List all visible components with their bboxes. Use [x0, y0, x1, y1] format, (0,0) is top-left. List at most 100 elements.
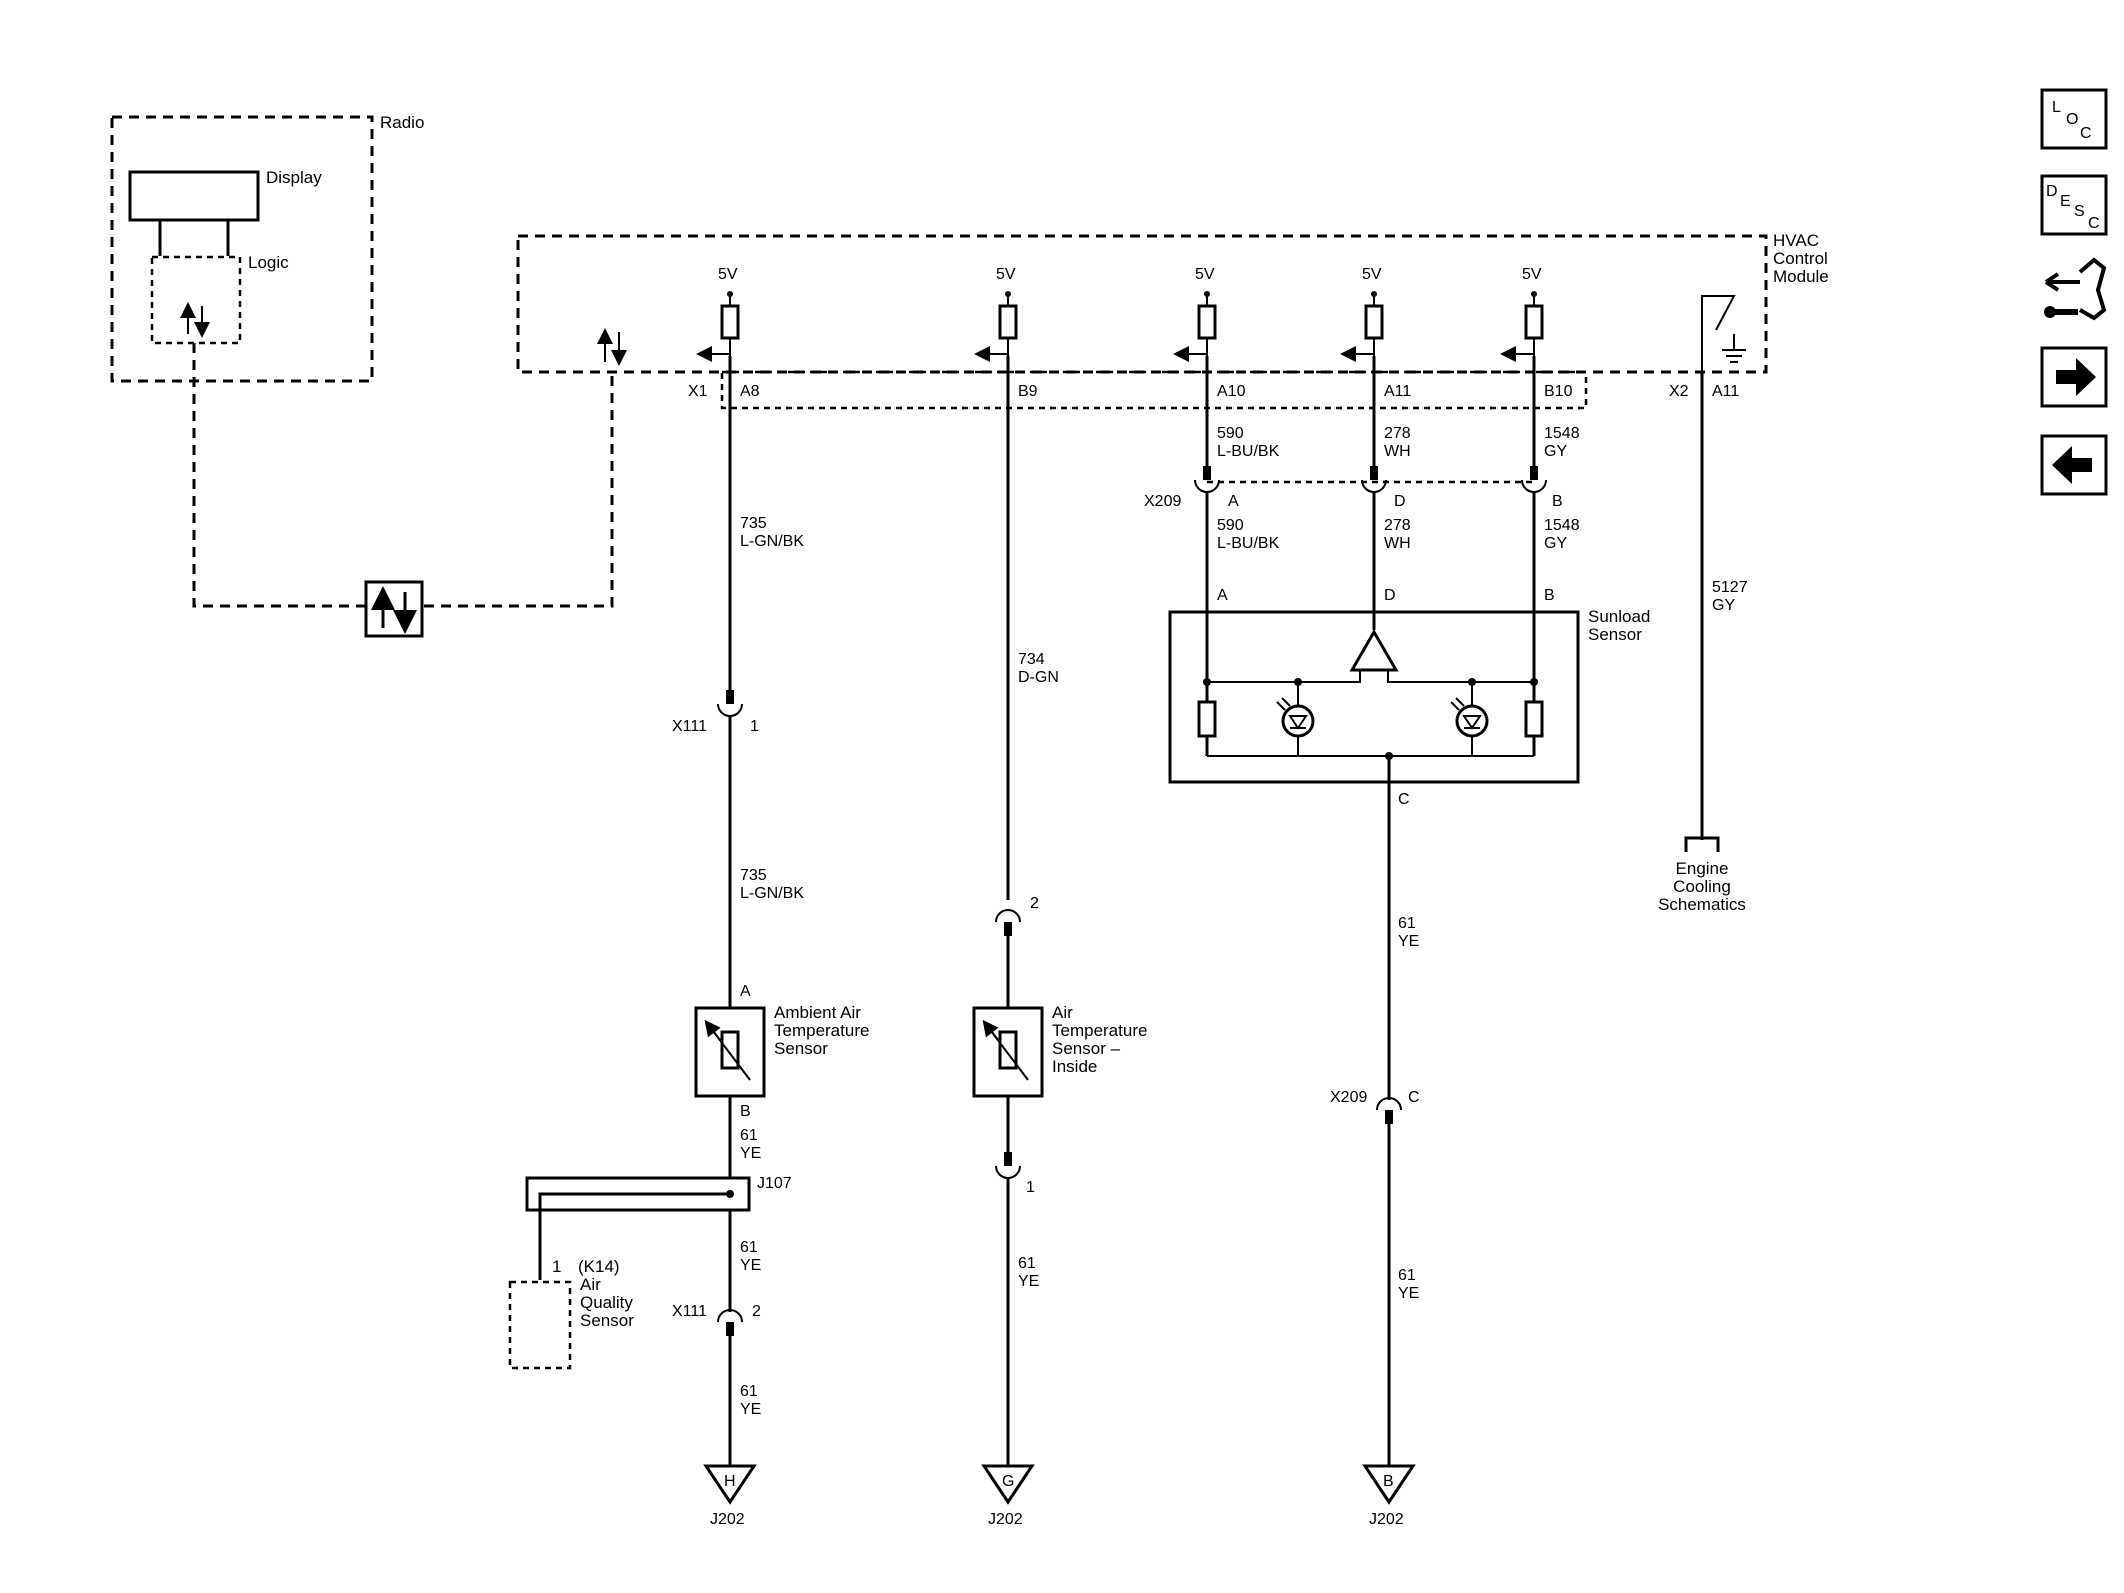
svg-text:Temperature: Temperature — [774, 1021, 869, 1040]
svg-text:D: D — [2046, 183, 2058, 200]
pullup-a11: 5V — [1340, 266, 1384, 362]
svg-text:C: C — [1408, 1089, 1420, 1106]
air-quality-sensor — [508, 1280, 572, 1370]
svg-text:Engine: Engine — [1676, 859, 1729, 878]
svg-text:61: 61 — [1018, 1255, 1036, 1272]
supply-b9: 5V — [996, 266, 1016, 283]
svg-text:L-BU/BK: L-BU/BK — [1217, 443, 1280, 460]
connector-x2: X2 — [1669, 383, 1689, 400]
svg-text:J202: J202 — [710, 1511, 745, 1528]
svg-text:X209: X209 — [1330, 1089, 1367, 1106]
svg-text:1: 1 — [750, 718, 759, 735]
connector-x1-outline — [720, 370, 1588, 410]
svg-text:(K14): (K14) — [578, 1257, 620, 1276]
svg-text:L-GN/BK: L-GN/BK — [740, 533, 804, 550]
pin-b9: B9 — [1018, 383, 1038, 400]
forward-arrow-button[interactable] — [2040, 346, 2108, 408]
svg-text:YE: YE — [740, 1401, 761, 1418]
svg-text:C: C — [1398, 791, 1410, 808]
pullup-b9: 5V — [974, 266, 1018, 362]
description-button[interactable]: D E S C — [2040, 174, 2108, 236]
connector-x1: X1 — [688, 383, 708, 400]
svg-text:WH: WH — [1384, 535, 1411, 552]
hvac-label-2: Control — [1773, 249, 1828, 268]
svg-text:YE: YE — [1398, 1285, 1419, 1302]
svg-text:735: 735 — [740, 867, 767, 884]
svg-text:D: D — [1394, 493, 1406, 510]
pullup-a10: 5V — [1173, 266, 1217, 362]
svg-text:Quality: Quality — [580, 1293, 633, 1312]
svg-text:GY: GY — [1712, 597, 1735, 614]
radio-module: Radio Display Logic — [110, 113, 424, 383]
ground-g — [981, 1464, 1035, 1505]
back-arrow-button[interactable] — [2040, 434, 2108, 496]
supply-b10: 5V — [1522, 266, 1542, 283]
pin-b10: B10 — [1544, 383, 1573, 400]
hvac-control-module: HVAC Control Module 5V 5V 5V — [516, 231, 1829, 374]
svg-text:Air: Air — [1052, 1003, 1073, 1022]
supply-a8: 5V — [718, 266, 738, 283]
svg-text:G: G — [1002, 1473, 1014, 1490]
svg-text:590: 590 — [1217, 425, 1244, 442]
svg-text:61: 61 — [740, 1383, 758, 1400]
svg-text:J107: J107 — [757, 1175, 792, 1192]
svg-text:YE: YE — [1398, 933, 1419, 950]
svg-text:D: D — [1384, 587, 1396, 604]
svg-text:YE: YE — [740, 1145, 761, 1162]
svg-text:L-BU/BK: L-BU/BK — [1217, 535, 1280, 552]
display-block — [128, 170, 260, 222]
svg-text:A: A — [1217, 587, 1228, 604]
pin-x2-a11: A11 — [1712, 383, 1739, 400]
svg-text:YE: YE — [740, 1257, 761, 1274]
circuit-inside: 734 D-GN 2 Air Temperature Sensor – Insi… — [972, 356, 1147, 1528]
svg-text:H: H — [724, 1473, 736, 1490]
display-label: Display — [266, 168, 322, 187]
svg-text:61: 61 — [1398, 915, 1416, 932]
svg-text:Inside: Inside — [1052, 1057, 1097, 1076]
svg-text:Sensor: Sensor — [774, 1039, 828, 1058]
svg-text:A: A — [1228, 493, 1239, 510]
location-button[interactable]: L O C — [2040, 88, 2108, 150]
svg-text:61: 61 — [1398, 1267, 1416, 1284]
svg-text:L: L — [2052, 99, 2061, 116]
svg-text:B: B — [740, 1103, 751, 1120]
pin-a11: A11 — [1384, 383, 1411, 400]
svg-text:Sunload: Sunload — [1588, 607, 1650, 626]
svg-text:61: 61 — [740, 1239, 758, 1256]
svg-text:X111: X111 — [672, 1303, 707, 1320]
svg-text:2: 2 — [752, 1303, 761, 1320]
svg-text:D-GN: D-GN — [1018, 669, 1059, 686]
svg-text:5127: 5127 — [1712, 579, 1748, 596]
supply-a11: 5V — [1362, 266, 1382, 283]
svg-text:GY: GY — [1544, 443, 1567, 460]
hvac-label-3: Module — [1773, 267, 1829, 286]
svg-text:S: S — [2074, 203, 2085, 220]
svg-text:J202: J202 — [1369, 1511, 1404, 1528]
svg-text:590: 590 — [1217, 517, 1244, 534]
svg-text:278: 278 — [1384, 425, 1411, 442]
svg-text:1: 1 — [552, 1257, 561, 1276]
svg-text:E: E — [2060, 193, 2071, 210]
connector-view-icon[interactable] — [2044, 257, 2107, 321]
serial-data-icon — [364, 580, 424, 638]
svg-text:A: A — [740, 983, 751, 1000]
svg-text:Schematics: Schematics — [1658, 895, 1746, 914]
logic-block — [150, 255, 242, 345]
pin-a10: A10 — [1217, 383, 1246, 400]
svg-text:WH: WH — [1384, 443, 1411, 460]
supply-a10: 5V — [1195, 266, 1215, 283]
logic-label: Logic — [248, 253, 289, 272]
ground-b — [1362, 1464, 1416, 1505]
svg-text:61: 61 — [740, 1127, 758, 1144]
svg-text:Air: Air — [580, 1275, 601, 1294]
circuit-sunload: 590 L-BU/BK 278 WH 1548 GY X209 A D B 59… — [1144, 356, 1650, 1528]
circuit-ambient: 735 L-GN/BK X111 1 735 L-GN/BK A Ambient… — [508, 356, 869, 1528]
svg-text:B: B — [1383, 1473, 1394, 1490]
connector-x209: X209 — [1144, 493, 1181, 510]
svg-text:1: 1 — [1026, 1179, 1035, 1196]
svg-text:B: B — [1544, 587, 1555, 604]
svg-text:Ambient Air: Ambient Air — [774, 1003, 861, 1022]
ground-switch — [1701, 295, 1746, 372]
svg-text:Sensor: Sensor — [1588, 625, 1642, 644]
